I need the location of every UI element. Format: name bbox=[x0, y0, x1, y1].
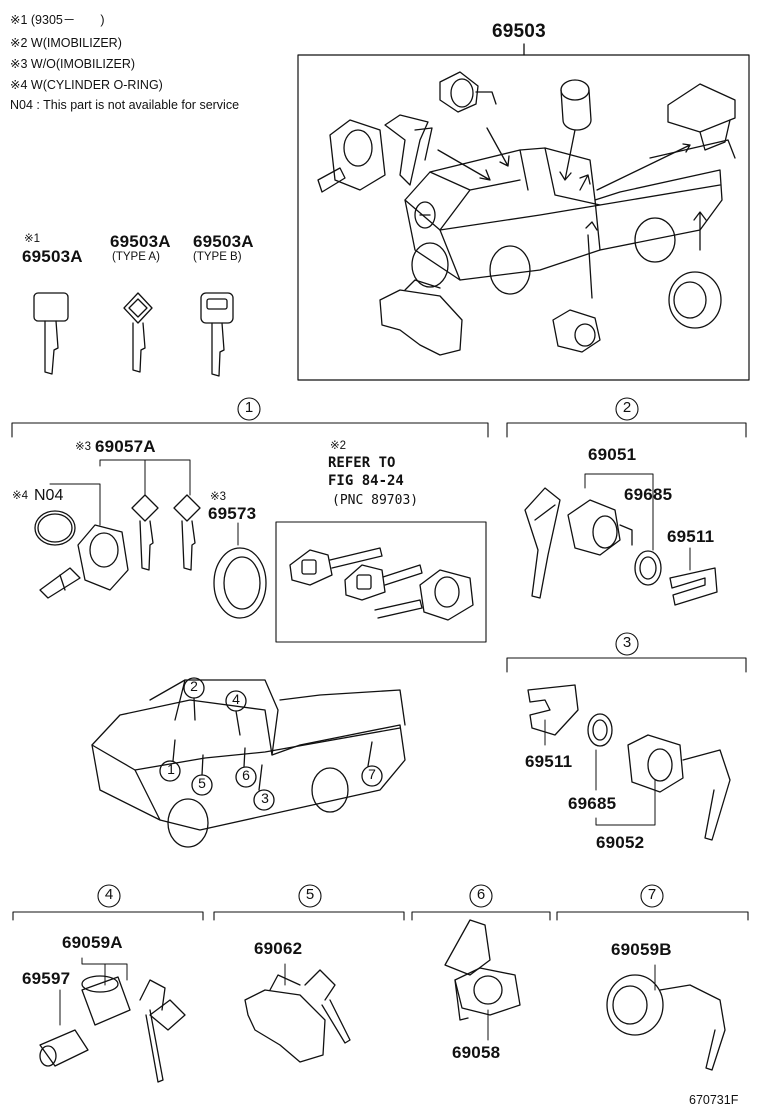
g1-ignition-cylinder-illustration bbox=[39, 524, 129, 599]
top-ignition-cylinder-illustration bbox=[317, 114, 433, 193]
figure-code: 670731F bbox=[689, 1093, 739, 1107]
g2-part-69051: 69051 bbox=[588, 445, 637, 464]
truck-callout-3: 3 bbox=[261, 790, 269, 806]
truck-callout-7: 7 bbox=[368, 766, 376, 782]
top-fuel-cylinder-illustration bbox=[667, 83, 736, 151]
g1-mark4: ※4 bbox=[12, 490, 29, 502]
top-door-lock-illustration bbox=[552, 309, 601, 353]
g6-part-69058: 69058 bbox=[452, 1043, 501, 1062]
note-4: ※4 W(CYLINDER O-RING) bbox=[10, 78, 163, 92]
note-5: N04 : This part is not available for ser… bbox=[10, 98, 240, 112]
key-illustration-2 bbox=[123, 292, 153, 373]
g3-oring-illustration bbox=[587, 713, 613, 747]
g1-leader-lines bbox=[49, 459, 239, 546]
g5-part-69062: 69062 bbox=[254, 939, 303, 958]
key-2-number: 69503A bbox=[110, 232, 171, 251]
note-3: ※3 W/O(IMOBILIZER) bbox=[10, 57, 136, 71]
middle-truck-illustration bbox=[91, 677, 406, 848]
note-1: ※1 (9305－ ) bbox=[10, 13, 105, 27]
group-brackets bbox=[11, 397, 749, 921]
group-number-3: 3 bbox=[622, 634, 632, 651]
g1-key-1-illustration bbox=[131, 494, 159, 571]
g4-cylinder-illustration bbox=[39, 975, 186, 1083]
key-illustration-3 bbox=[200, 292, 234, 377]
group-number-1: 1 bbox=[244, 399, 254, 416]
g1-n04: N04 bbox=[34, 487, 64, 504]
g1-mark3a: ※3 bbox=[75, 441, 92, 453]
g1-mark3b: ※3 bbox=[210, 491, 227, 503]
g6-glove-lock-illustration bbox=[444, 919, 521, 1041]
g1-ref-line1: REFER TO bbox=[328, 455, 396, 471]
truck-callout-4: 4 bbox=[232, 691, 240, 707]
group-number-2: 2 bbox=[622, 399, 632, 416]
g1-reference-keys-illustration bbox=[289, 547, 474, 621]
key-2-type: (TYPE A) bbox=[112, 251, 160, 263]
truck-callout-5: 5 bbox=[198, 775, 206, 791]
group-number-7: 7 bbox=[647, 886, 657, 903]
g3-clip-illustration bbox=[527, 684, 579, 736]
g1-oring-illustration bbox=[34, 510, 76, 546]
g3-part-69685: 69685 bbox=[568, 794, 617, 813]
g3-back-cylinder-illustration bbox=[627, 734, 731, 841]
group-number-5: 5 bbox=[305, 886, 315, 903]
assembly-number: 69503 bbox=[492, 21, 546, 42]
g1-ref-line3: (PNC 89703) bbox=[332, 493, 419, 508]
g1-reference-box bbox=[275, 521, 487, 643]
g7-part-69059b: 69059B bbox=[611, 940, 672, 959]
g2-door-cylinder-illustration bbox=[524, 487, 633, 599]
g4-part-69059a: 69059A bbox=[62, 933, 123, 952]
group-number-4: 4 bbox=[104, 886, 114, 903]
g2-clip-illustration bbox=[669, 567, 718, 606]
g2-part-69685: 69685 bbox=[624, 485, 673, 504]
g7-back-cylinder-illustration bbox=[606, 964, 726, 1071]
top-back-cylinder-illustration bbox=[668, 271, 722, 329]
g1-ring-69573-illustration bbox=[213, 547, 267, 619]
g2-leader-lines bbox=[584, 473, 691, 571]
top-glove-cylinder-illustration bbox=[560, 79, 592, 131]
key-1-mark: ※1 bbox=[24, 233, 41, 245]
note-2: ※2 W(IMOBILIZER) bbox=[10, 36, 122, 50]
truck-callout-2: 2 bbox=[190, 678, 198, 694]
g5-hood-lock-illustration bbox=[244, 963, 351, 1063]
g2-part-69511: 69511 bbox=[667, 527, 715, 546]
g3-part-69052: 69052 bbox=[596, 833, 645, 852]
g3-part-69511: 69511 bbox=[525, 752, 573, 771]
key-1-number: 69503A bbox=[22, 247, 83, 266]
g1-key-2-illustration bbox=[173, 494, 201, 571]
top-door-cylinder-illustration bbox=[439, 71, 497, 113]
key-3-type: (TYPE B) bbox=[193, 251, 242, 263]
group-number-6: 6 bbox=[476, 886, 486, 903]
g4-part-69597: 69597 bbox=[22, 969, 71, 988]
top-hood-lock-illustration bbox=[379, 279, 463, 356]
g2-oring-illustration bbox=[634, 550, 662, 586]
key-3-number: 69503A bbox=[193, 232, 254, 251]
truck-callout-6: 6 bbox=[242, 767, 250, 783]
top-truck-illustration bbox=[404, 127, 736, 299]
g1-ref-line2: FIG 84-24 bbox=[328, 473, 404, 489]
g3-leader-lines bbox=[544, 719, 656, 826]
g1-ref-mark: ※2 bbox=[330, 440, 347, 452]
truck-callout-1: 1 bbox=[167, 761, 175, 777]
g1-part-69573: 69573 bbox=[208, 504, 257, 523]
g1-part-69057a: 69057A bbox=[95, 437, 156, 456]
key-illustration-1 bbox=[33, 292, 69, 375]
